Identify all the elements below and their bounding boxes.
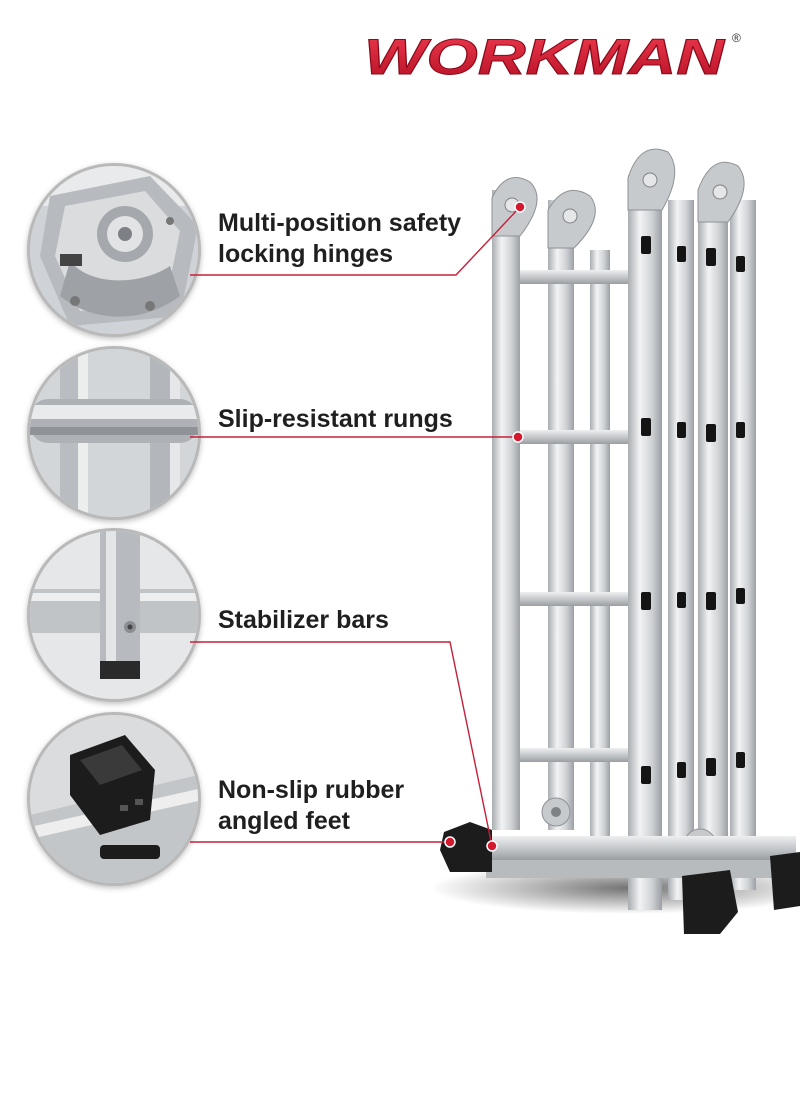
stabilizer-closeup-image (27, 528, 201, 702)
feature-label-line: locking hinges (218, 240, 394, 268)
callout-lines (190, 206, 521, 847)
registered-mark: ® (732, 31, 741, 45)
callout-dot-rungs (512, 431, 524, 443)
callout-line-stabilizer (190, 641, 493, 847)
feature-label-line: Non-slip rubber (218, 776, 405, 804)
callout-dot-hinges (514, 201, 526, 213)
rubber-foot-icon (770, 852, 800, 910)
rubber-feet (440, 822, 800, 934)
callout-line-hinges (190, 206, 521, 276)
rung-closeup-image (27, 346, 201, 520)
rubber-foot-closeup-image (27, 712, 201, 886)
feature-label-line: Stabilizer bars (218, 606, 389, 634)
callout-dot-stabilizer (486, 840, 498, 852)
feature-label-stabilizer: Stabilizer bars (218, 605, 389, 636)
feature-label-hinges: Multi-position safety locking hinges (218, 208, 461, 270)
rubber-foot-icon (682, 870, 738, 934)
feature-label-line: Slip-resistant rungs (218, 405, 453, 433)
feature-label-feet: Non-slip rubber angled feet (218, 775, 404, 837)
callout-dots (444, 201, 526, 852)
feature-label-line: Multi-position safety (218, 209, 462, 237)
ladder-back-section (491, 177, 630, 840)
rubber-foot-icon (440, 822, 492, 872)
callout-dot-feet (444, 836, 456, 848)
ladder-front-section (627, 148, 756, 910)
logo-text: WORKMAN (364, 29, 725, 85)
feature-label-rungs: Slip-resistant rungs (218, 404, 453, 435)
feature-label-line: angled feet (218, 807, 350, 835)
stabilizer-bar (486, 836, 796, 878)
workman-logo: WORKMAN ® (364, 29, 742, 86)
